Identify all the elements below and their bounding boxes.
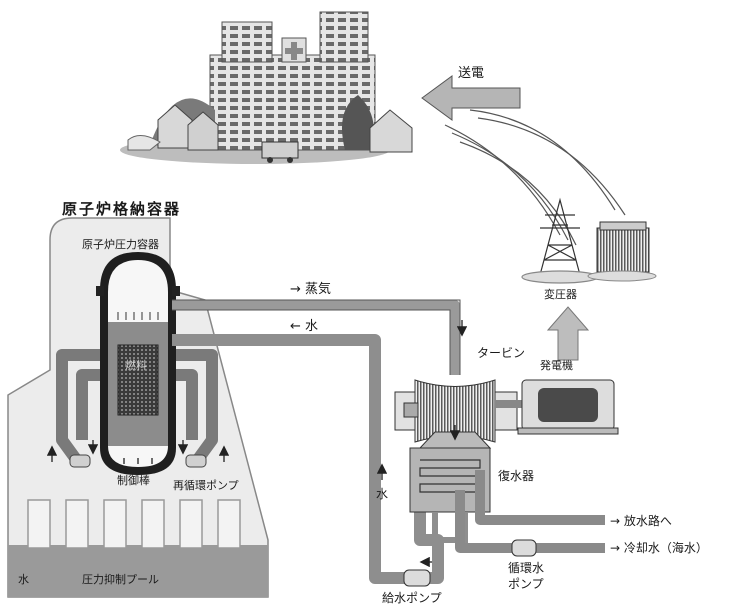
water-up-label: 水 (376, 487, 389, 501)
circulating-pump-label-line2: ポンプ (508, 577, 544, 591)
transmission-lines (444, 109, 626, 246)
fuel-core (117, 344, 159, 416)
main-steam-pipe-outline (172, 299, 461, 375)
hospital-cross (285, 42, 303, 60)
generator-unit (517, 379, 619, 435)
cooling-water-label: → 冷却水（海水） (610, 541, 708, 555)
tower-right (319, 11, 369, 63)
recirc-pump-right (185, 454, 207, 468)
steam-label: → 蒸気 (290, 282, 332, 297)
flow-arrows (46, 320, 468, 568)
pylon (521, 197, 599, 284)
reactor-pressure-vessel (96, 252, 180, 475)
pressure-vessel-label: 原子炉圧力容器 (82, 238, 159, 251)
recirculation-pump-label: 再循環ポンプ (173, 479, 239, 492)
feedwater-pump-label: 給水ポンプ (382, 591, 442, 605)
condenser-label: 復水器 (498, 469, 535, 483)
control-rods-label: 制御棒 (117, 474, 150, 487)
power-transmission-label: 送電 (458, 66, 485, 81)
generator-to-transformer-arrow (546, 306, 590, 361)
suppression-pool-water (8, 545, 268, 597)
pool-water-label: 水 (18, 573, 29, 586)
recirculation-loops (56, 349, 218, 466)
containment-vessel-label: 原子炉格納容器 (62, 200, 182, 218)
tree-right (341, 95, 375, 150)
generator-label: 発電機 (540, 359, 573, 372)
main-steam-pipe (172, 300, 460, 375)
turbine-unit (394, 379, 535, 443)
transformer-unit (587, 221, 657, 282)
house-right (369, 109, 413, 153)
transformer-label: 変圧器 (544, 288, 577, 301)
train (127, 135, 161, 151)
water-return-label: ← 水 (290, 319, 319, 334)
suppression-pool-label: 圧力抑制プール (82, 573, 159, 586)
turbine-label: タービン (477, 346, 526, 360)
feedwater-pump-body (403, 569, 431, 587)
fuel-label: 燃料 (125, 359, 147, 372)
circulating-pump-body (511, 539, 537, 557)
tower-left (221, 21, 273, 63)
city-illustration (120, 11, 413, 164)
cooling-pipes (455, 470, 605, 553)
discharge-channel-label: → 放水路へ (610, 514, 672, 528)
circulating-pump-label-line1: 循環水 (508, 561, 545, 575)
transmission-arrow (421, 75, 521, 121)
house-left-2 (187, 111, 219, 151)
truck (261, 141, 299, 159)
recirc-pump-left (69, 454, 91, 468)
